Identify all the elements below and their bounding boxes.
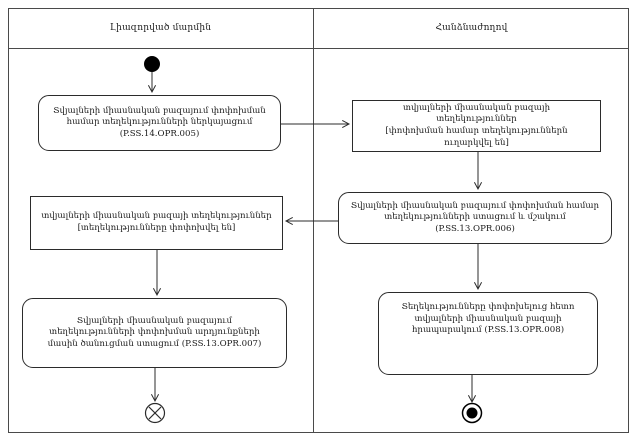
object-state: [փոփոխման համար տեղեկություններն ուղարկվ… [385,126,568,148]
action-node-publish-db: Տեղեկությունները փոփոխելուց հետո տվյալնե… [378,292,598,375]
action-label: Տվյալների միասնական բազայում տեղեկությու… [47,315,262,349]
lane-title-commission: Հանձնաժողով [314,8,629,48]
action-label: Տվյալների միասնական բազայում փոփոխման հա… [350,200,600,234]
object-title: տվյալների միասնական բազայի տեղեկությունն… [402,102,551,125]
object-title: տվյալների միասնական բազայի տեղեկությունն… [41,211,272,222]
swimlane-divider [313,8,314,433]
action-node-receive-notification: Տվյալների միասնական բազայում տեղեկությու… [22,298,287,368]
lane-title-text: Հանձնաժողով [435,23,508,33]
swimlane-header-separator [8,48,629,49]
action-node-receive-process: Տվյալների միասնական բազայում փոփոխման հա… [338,192,612,244]
object-state: [տեղեկությունները փոփոխվել են] [77,223,236,233]
action-node-submit-info: Տվյալների միասնական բազայում փոփոխման հա… [38,95,281,151]
object-node-info-sent: տվյալների միասնական բազայի տեղեկությունն… [352,100,601,152]
action-label: Տվյալների միասնական բազայում փոփոխման հա… [53,105,266,139]
lane-title-text: Լիազորված մարմին [109,23,212,33]
object-node-info-changed: տվյալների միասնական բազայի տեղեկությունն… [30,196,283,250]
lane-title-authorized-body: Լիազորված մարմին [9,8,312,48]
action-label: Տեղեկությունները փոփոխելուց հետո տվյալնե… [401,302,575,336]
